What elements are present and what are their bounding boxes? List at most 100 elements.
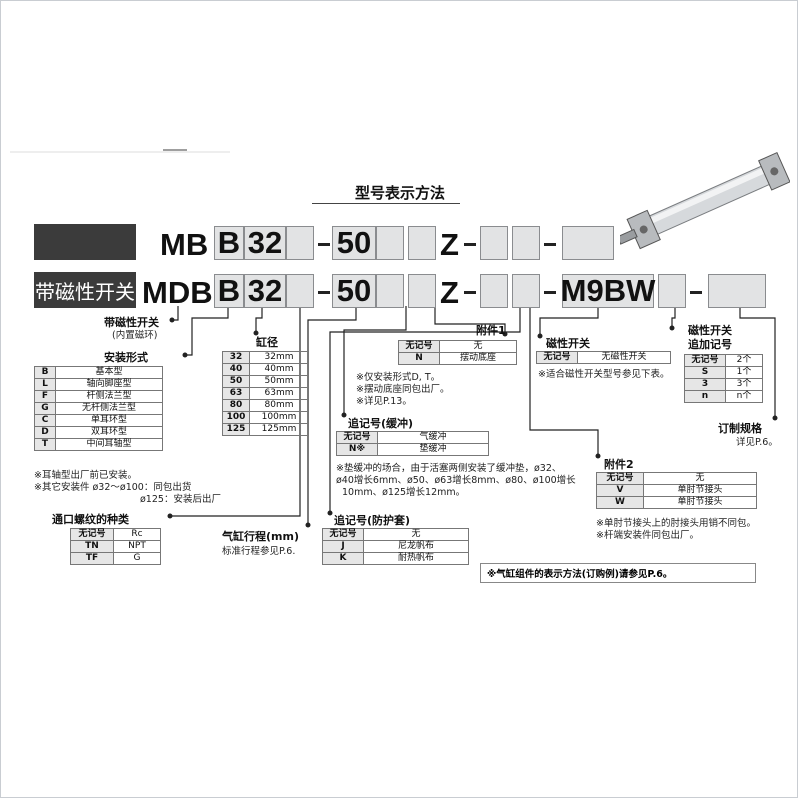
row1-acc1-box xyxy=(408,226,436,260)
row2-type-box: B xyxy=(214,274,244,308)
row1-dash-2 xyxy=(464,243,476,246)
acc1-note-3: ※详见P.13。 xyxy=(356,396,412,408)
order-label: 订制规格 xyxy=(718,420,762,436)
row1-thread-box xyxy=(286,226,314,260)
row2-dash-1 xyxy=(318,291,330,294)
bore-label: 缸径 xyxy=(256,334,278,350)
row1-order-box xyxy=(562,226,614,260)
row1-stroke-box: 50 xyxy=(332,226,376,260)
row2-bore-box: 32 xyxy=(244,274,286,308)
cushion-label: 追记号(缓冲) xyxy=(348,415,413,431)
switch-table: 无记号无磁性开关 xyxy=(536,351,671,364)
acc2-note-2: ※杆端安装件同包出厂。 xyxy=(596,530,699,542)
row2-dash-3 xyxy=(544,291,556,294)
magnet-switch-banner: 带磁性开关 xyxy=(34,272,136,308)
cushion-table: 无记号气缓冲 N※垫缓冲 xyxy=(336,431,489,456)
row1-bore-box: 32 xyxy=(244,226,286,260)
table-row: 无记号无 xyxy=(597,473,757,485)
row2-suffix-box xyxy=(658,274,686,308)
row1-blank-banner xyxy=(34,224,136,260)
cylinder-illustration xyxy=(620,150,790,250)
boot-label: 追记号(防护套) xyxy=(334,512,410,528)
mount-note-2: ※其它安装件 ø32～ø100：同包出货 xyxy=(34,482,191,494)
row2-switch-box: M9BW xyxy=(562,274,654,308)
table-row: 无记号无磁性开关 xyxy=(537,352,671,364)
thread-label: 通口螺纹的种类 xyxy=(52,511,129,527)
switch-note: ※适合磁性开关型号参见下表。 xyxy=(538,369,669,381)
magnet-sub: (内置磁环) xyxy=(112,330,157,342)
row2-order-box xyxy=(708,274,766,308)
footer-note: ※气缸组件的表示方法(订购例)请参见P.6。 xyxy=(480,563,756,583)
row2-prefix: MDB xyxy=(142,276,213,310)
stroke-label: 气缸行程(mm) xyxy=(222,528,299,544)
title-underline xyxy=(312,203,460,204)
mount-label: 安装形式 xyxy=(104,349,148,365)
cushion-note-1: ※垫缓冲的场合，由于活塞两侧安装了缓冲垫，ø32、 xyxy=(336,463,561,475)
row1-cushion-box xyxy=(376,226,404,260)
row2-cushion-box xyxy=(376,274,404,308)
row2-z: Z xyxy=(440,276,459,310)
acc1-note-2: ※摆动底座同包出厂。 xyxy=(356,384,449,396)
switch-label: 磁性开关 xyxy=(546,335,590,351)
row1-dash-1 xyxy=(318,243,330,246)
acc1-label: 附件1 xyxy=(476,322,506,338)
acc1-note-1: ※仅安装形式D, T。 xyxy=(356,372,440,384)
table-row: 无记号气缓冲 xyxy=(337,432,489,444)
row1-acc2-box xyxy=(512,226,540,260)
page-title: 型号表示方法 xyxy=(355,182,445,203)
mount-note-1: ※耳轴型出厂前已安装。 xyxy=(34,470,137,482)
row1-dash-3 xyxy=(544,243,556,246)
row2-dash-2 xyxy=(464,291,476,294)
row2-acc1-box xyxy=(408,274,436,308)
acc2-note-1: ※单肘节接头上的肘接头用销不同包。 xyxy=(596,518,756,530)
table-row: 无记号无 xyxy=(323,529,469,541)
cushion-note-3: 10mm、ø125增长12mm。 xyxy=(342,487,465,499)
stroke-note: 标准行程参见P.6. xyxy=(222,546,295,558)
row1-boot-box xyxy=(480,226,508,260)
acc2-label: 附件2 xyxy=(604,456,634,472)
order-note: 详见P.6。 xyxy=(736,437,778,449)
table-row: N※垫缓冲 xyxy=(337,444,489,456)
magnet-label: 带磁性开关 xyxy=(104,314,159,330)
row2-dash-4 xyxy=(690,291,702,294)
row2-acc2-box xyxy=(512,274,540,308)
table-row: 无记号无 xyxy=(399,341,517,353)
mount-note-3: ø125：安装后出厂 xyxy=(140,494,221,506)
row1-z: Z xyxy=(440,228,459,262)
row1-prefix: MB xyxy=(160,228,208,262)
row2-stroke-box: 50 xyxy=(332,274,376,308)
suffix-label-2: 追加记号 xyxy=(688,336,732,352)
